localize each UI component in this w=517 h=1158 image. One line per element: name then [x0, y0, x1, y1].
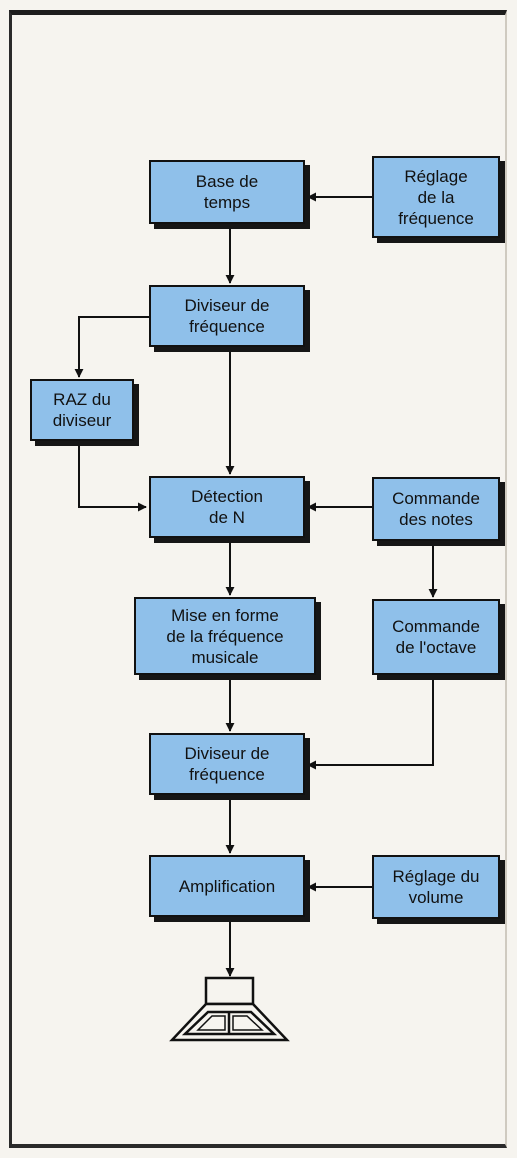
block-amplification: Amplification: [149, 855, 305, 917]
block-reglage-frequence: Réglage de la fréquence: [372, 156, 500, 238]
block-diviseur-frequence-1: Diviseur de fréquence: [149, 285, 305, 347]
loudspeaker-icon: [169, 976, 290, 1042]
block-mise-en-forme: Mise en forme de la fréquence musicale: [134, 597, 316, 675]
block-base-de-temps: Base de temps: [149, 160, 305, 224]
arrow-octave-to-diviseur2: [307, 675, 434, 770]
block-diviseur-frequence-2: Diviseur de fréquence: [149, 733, 305, 795]
block-commande-octave: Commande de l'octave: [372, 599, 500, 675]
arrow-diviseur1-to-raz: [74, 316, 149, 378]
block-commande-notes: Commande des notes: [372, 477, 500, 541]
block-detection-n: Détection de N: [149, 476, 305, 538]
arrow-raz-to-detection: [78, 440, 147, 512]
block-raz-diviseur: RAZ du diviseur: [30, 379, 134, 441]
figure-frame: [9, 10, 507, 1148]
block-reglage-volume: Réglage du volume: [372, 855, 500, 919]
